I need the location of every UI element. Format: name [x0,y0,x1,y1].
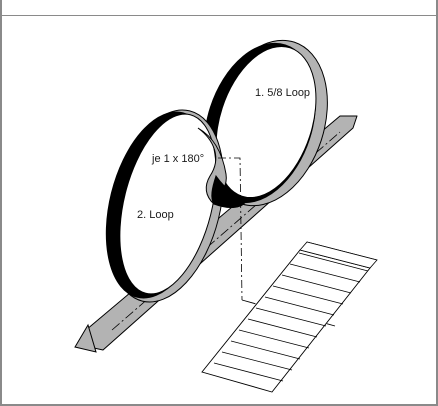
label-loop-2: 2. Loop [137,209,174,221]
label-twist: je 1 x 180° [151,153,204,165]
left-border [0,0,2,406]
loop-2 [105,109,225,303]
loop-1 [203,39,328,207]
right-border [436,0,438,406]
label-loop-1: 1. 5/8 Loop [255,87,310,99]
twist-junction [197,127,247,208]
track-cross-section [201,241,378,393]
top-border [0,0,438,16]
bottom-border [0,404,438,406]
